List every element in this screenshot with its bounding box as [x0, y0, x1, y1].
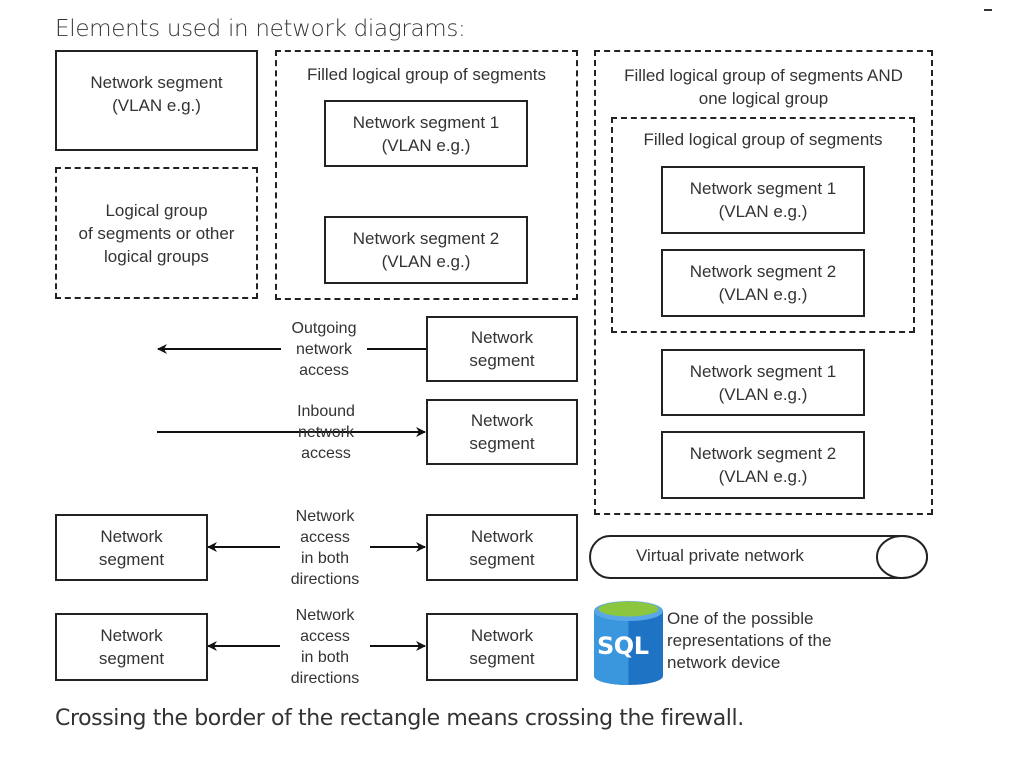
bidirectional-2-left-segment: Network segment [55, 613, 208, 681]
device-caption: One of the possible representations of t… [667, 609, 832, 672]
bidirectional-1-label: Network access in both directions [280, 506, 370, 590]
inbound-label: Inbound network access [297, 403, 355, 462]
inner-filled-group: Filled logical group of segments [611, 117, 915, 333]
filled-group-label: Filled logical group of segments [306, 65, 547, 84]
vpn-label: Virtual private network [636, 546, 804, 565]
legend-network-segment: Network segment (VLAN e.g.) [55, 50, 258, 151]
outgoing-segment: Network segment [426, 316, 578, 382]
bidirectional-2-right-segment: Network segment [426, 613, 578, 681]
inner-group-segment-2: Network segment 2 (VLAN e.g.) [661, 249, 865, 317]
filled-group-segment-2: Network segment 2 (VLAN e.g.) [324, 216, 528, 284]
combined-group-segment-1: Network segment 1 (VLAN e.g.) [661, 349, 865, 416]
inner-group-segment-1: Network segment 1 (VLAN e.g.) [661, 166, 865, 234]
vpn-pipe-icon [589, 535, 928, 579]
combined-group-segment-2: Network segment 2 (VLAN e.g.) [661, 431, 865, 499]
filled-logical-group: Filled logical group of segments [275, 50, 578, 300]
legend-logical-group: Logical group of segments or other logic… [55, 167, 258, 299]
footer-note: Crossing the border of the rectangle mea… [55, 706, 744, 731]
inner-group-label: Filled logical group of segments [643, 130, 883, 149]
inbound-segment: Network segment [426, 399, 578, 465]
bidirectional-2-label: Network access in both directions [280, 605, 370, 689]
bidirectional-1-left-segment: Network segment [55, 514, 208, 581]
corner-mark [984, 9, 992, 11]
bidirectional-1-right-segment: Network segment [426, 514, 578, 581]
sql-icon-text: SQL [597, 632, 649, 660]
combined-group-label: Filled logical group of segments AND one… [624, 66, 903, 108]
outgoing-label: Outgoing network access [281, 318, 367, 381]
sql-database-icon [594, 601, 663, 685]
page-title: Elements used in network diagrams: [55, 16, 466, 42]
filled-group-segment-1: Network segment 1 (VLAN e.g.) [324, 100, 528, 167]
combined-logical-group: Filled logical group of segments AND one… [594, 50, 933, 515]
